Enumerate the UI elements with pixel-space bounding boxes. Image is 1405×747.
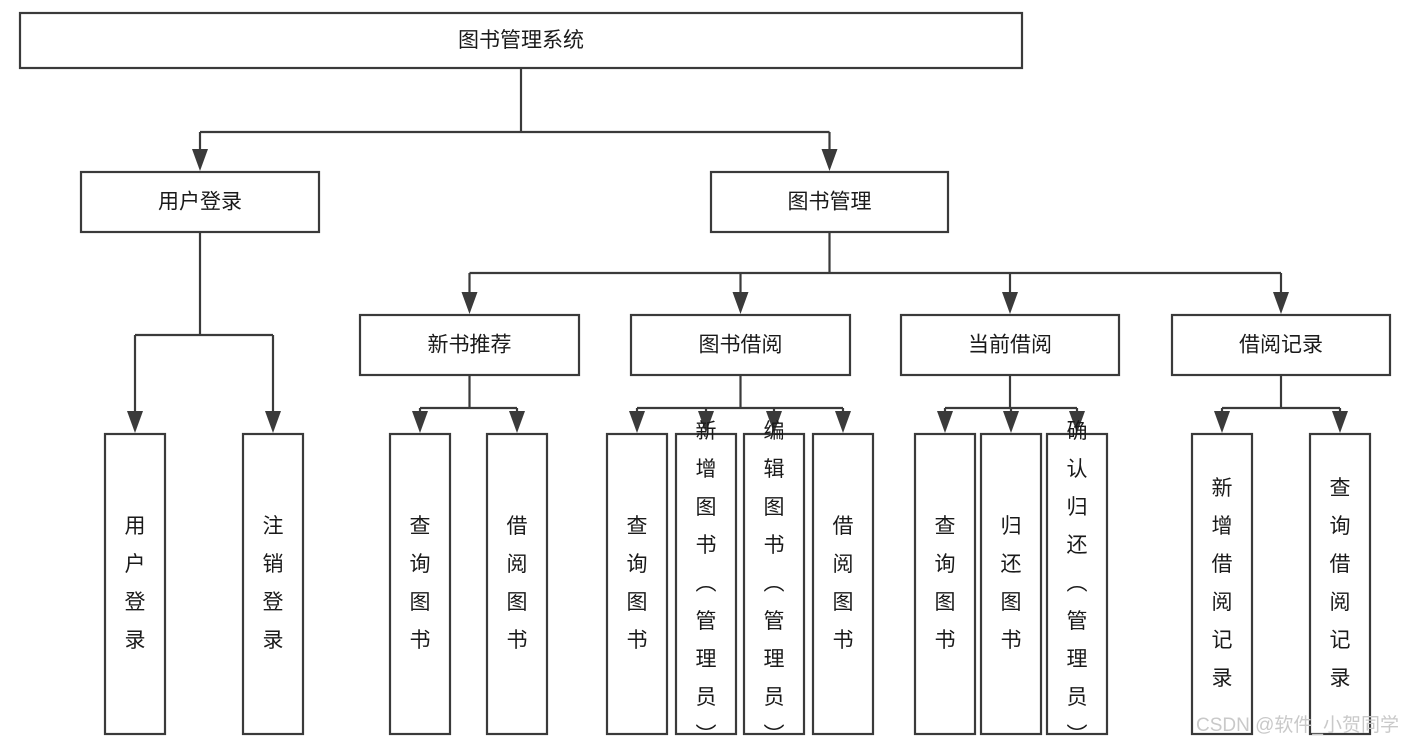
node-leaf-query-book-1[interactable]: 查询图书 [388, 432, 452, 736]
node-label-new-book-recommend: 新书推荐 [428, 334, 512, 357]
connector-group-root [192, 68, 838, 171]
node-label-leaf-borrow-book-1: 借阅图书 [507, 515, 528, 652]
arrow-head-icon [1273, 292, 1289, 314]
connector-group-new-book-recommend [412, 375, 525, 433]
node-borrow-record[interactable]: 借阅记录 [1170, 313, 1392, 377]
node-box-leaf-edit-book[interactable] [742, 432, 806, 736]
node-label-leaf-add-record: 新增借阅记录 [1212, 477, 1233, 690]
node-leaf-query-book-2[interactable]: 查询图书 [605, 432, 669, 736]
node-book-manage[interactable]: 图书管理 [709, 170, 950, 234]
node-label-user-login: 用户登录 [158, 191, 242, 214]
node-label-current-borrow: 当前借阅 [968, 334, 1052, 357]
node-box-leaf-add-record[interactable] [1190, 432, 1254, 736]
node-label-leaf-query-book-3: 查询图书 [935, 515, 956, 652]
node-user-login[interactable]: 用户登录 [79, 170, 321, 234]
node-current-borrow[interactable]: 当前借阅 [899, 313, 1121, 377]
arrow-head-icon [698, 411, 714, 433]
arrow-head-icon [629, 411, 645, 433]
arrow-head-icon [509, 411, 525, 433]
node-leaf-confirm-return[interactable]: 确认归还︵管理员︶ [1045, 420, 1109, 747]
arrow-head-icon [1069, 411, 1085, 433]
node-leaf-query-book-3[interactable]: 查询图书 [913, 432, 977, 736]
csdn-watermark: CSDN @软件_小贺同学 [1196, 714, 1399, 736]
node-label-leaf-logout: 注销登录 [263, 515, 284, 652]
node-label-leaf-user-login: 用户登录 [125, 515, 146, 652]
node-label-leaf-confirm-return: 确认归还︵管理员︶ [1067, 420, 1088, 747]
connector-group-book-borrow [629, 375, 851, 433]
connector-group-user-login [127, 232, 281, 433]
node-label-borrow-record: 借阅记录 [1239, 334, 1323, 357]
arrow-head-icon [732, 292, 749, 314]
node-box-leaf-add-book[interactable] [674, 432, 738, 736]
connector-group-current-borrow [937, 375, 1085, 433]
node-box-leaf-borrow-book-1[interactable] [485, 432, 549, 736]
node-box-leaf-borrow-book-2[interactable] [811, 432, 875, 736]
node-book-borrow[interactable]: 图书借阅 [629, 313, 852, 377]
node-leaf-user-login[interactable]: 用户登录 [103, 432, 167, 736]
arrow-head-icon [461, 292, 478, 314]
node-label-leaf-query-book-1: 查询图书 [410, 515, 431, 652]
node-leaf-add-record[interactable]: 新增借阅记录 [1190, 432, 1254, 736]
node-leaf-borrow-book-1[interactable]: 借阅图书 [485, 432, 549, 736]
arrow-head-icon [1003, 411, 1019, 433]
node-layer: 图书管理系统用户登录图书管理新书推荐图书借阅当前借阅借阅记录用户登录注销登录查询… [18, 11, 1392, 747]
node-box-leaf-return-book[interactable] [979, 432, 1043, 736]
arrow-head-icon [766, 411, 782, 433]
arrow-head-icon [265, 411, 281, 433]
node-leaf-query-record[interactable]: 查询借阅记录 [1308, 432, 1372, 736]
node-label-root: 图书管理系统 [458, 29, 584, 52]
arrow-head-icon [412, 411, 428, 433]
node-label-leaf-return-book: 归还图书 [1001, 515, 1022, 652]
node-label-leaf-edit-book: 编辑图书︵管理员︶ [764, 420, 785, 747]
node-label-leaf-borrow-book-2: 借阅图书 [833, 515, 854, 652]
arrow-head-icon [821, 149, 838, 171]
node-box-current-borrow[interactable] [899, 313, 1121, 377]
node-leaf-add-book[interactable]: 新增图书︵管理员︶ [674, 420, 738, 747]
arrow-head-icon [1002, 292, 1018, 314]
node-leaf-edit-book[interactable]: 编辑图书︵管理员︶ [742, 420, 806, 747]
node-box-new-book-recommend[interactable] [358, 313, 581, 377]
node-box-leaf-logout[interactable] [241, 432, 305, 736]
node-label-leaf-query-record: 查询借阅记录 [1330, 477, 1351, 690]
arrow-head-icon [835, 411, 851, 433]
node-label-leaf-add-book: 新增图书︵管理员︶ [696, 420, 717, 747]
node-leaf-borrow-book-2[interactable]: 借阅图书 [811, 432, 875, 736]
node-box-leaf-query-record[interactable] [1308, 432, 1372, 736]
arrow-head-icon [937, 411, 953, 433]
node-leaf-logout[interactable]: 注销登录 [241, 432, 305, 736]
arrow-head-icon [127, 411, 143, 433]
node-box-leaf-query-book-2[interactable] [605, 432, 669, 736]
node-label-leaf-query-book-2: 查询图书 [627, 515, 648, 652]
node-box-user-login[interactable] [79, 170, 321, 234]
connector-group-book-manage [461, 232, 1289, 314]
node-new-book-recommend[interactable]: 新书推荐 [358, 313, 581, 377]
node-box-root[interactable] [18, 11, 1024, 70]
arrow-head-icon [192, 149, 208, 171]
node-box-book-manage[interactable] [709, 170, 950, 234]
arrow-head-icon [1332, 411, 1348, 433]
connector-group-borrow-record [1214, 375, 1348, 433]
node-label-book-manage: 图书管理 [788, 191, 872, 214]
node-box-leaf-query-book-1[interactable] [388, 432, 452, 736]
arrow-head-icon [1214, 411, 1230, 433]
node-box-leaf-query-book-3[interactable] [913, 432, 977, 736]
node-box-leaf-user-login[interactable] [103, 432, 167, 736]
node-label-book-borrow: 图书借阅 [699, 334, 783, 357]
node-box-borrow-record[interactable] [1170, 313, 1392, 377]
node-box-book-borrow[interactable] [629, 313, 852, 377]
node-leaf-return-book[interactable]: 归还图书 [979, 432, 1043, 736]
node-box-leaf-confirm-return[interactable] [1045, 432, 1109, 736]
node-root[interactable]: 图书管理系统 [18, 11, 1024, 70]
connector-layer [127, 68, 1348, 433]
